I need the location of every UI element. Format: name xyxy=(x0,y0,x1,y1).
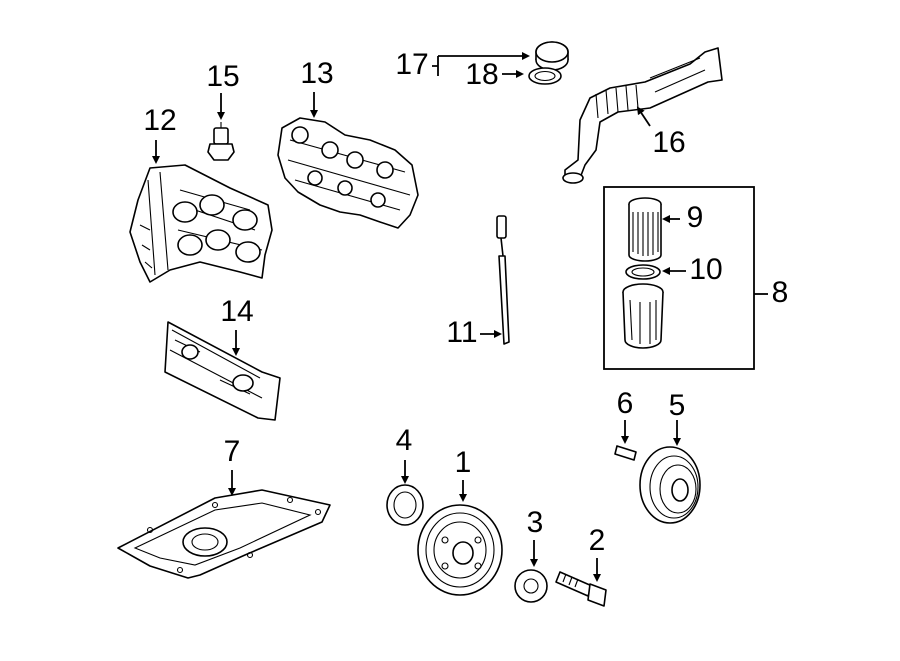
oil-filter-part xyxy=(628,197,662,262)
callout-17: 17 xyxy=(395,48,428,81)
callout-4: 4 xyxy=(396,424,413,457)
callout-16: 16 xyxy=(652,126,685,159)
gasket-part xyxy=(164,321,281,421)
callout-11: 11 xyxy=(446,316,477,349)
callout-labels: 1 2 3 4 5 6 7 8 9 10 11 12 13 14 15 16 1… xyxy=(143,48,788,557)
callout-18: 18 xyxy=(465,58,498,91)
bolt-part xyxy=(555,571,607,607)
callout-5: 5 xyxy=(669,389,686,422)
sensor-part xyxy=(207,122,235,161)
leader-lines xyxy=(152,56,768,582)
filler-tube-part xyxy=(562,47,723,184)
oil-cap-part xyxy=(528,41,569,85)
leader-17 xyxy=(432,56,528,76)
front-seal-part xyxy=(386,484,424,526)
callout-3: 3 xyxy=(527,506,544,539)
dowel-pin-part xyxy=(614,445,637,461)
callout-1: 1 xyxy=(455,446,472,479)
callout-10: 10 xyxy=(689,253,722,286)
filter-housing-part xyxy=(622,283,664,349)
valve-cover-part xyxy=(129,164,273,283)
callout-7: 7 xyxy=(224,435,241,468)
callout-9: 9 xyxy=(687,201,704,234)
callout-6: 6 xyxy=(617,387,634,420)
leader-16 xyxy=(636,106,651,127)
callout-8: 8 xyxy=(772,276,789,309)
filter-assembly-box xyxy=(603,186,755,370)
dipstick-part xyxy=(496,215,510,345)
filter-seal-part xyxy=(625,264,661,280)
callout-12: 12 xyxy=(143,104,176,137)
idler-pulley-part xyxy=(639,446,701,524)
manifold-part xyxy=(277,117,419,229)
callout-14: 14 xyxy=(220,295,253,328)
callout-15: 15 xyxy=(206,60,239,93)
callout-13: 13 xyxy=(300,57,333,90)
oil-pan-part xyxy=(117,489,331,579)
callout-2: 2 xyxy=(589,524,606,557)
crank-pulley-part xyxy=(417,504,503,596)
washer-part xyxy=(514,569,548,603)
